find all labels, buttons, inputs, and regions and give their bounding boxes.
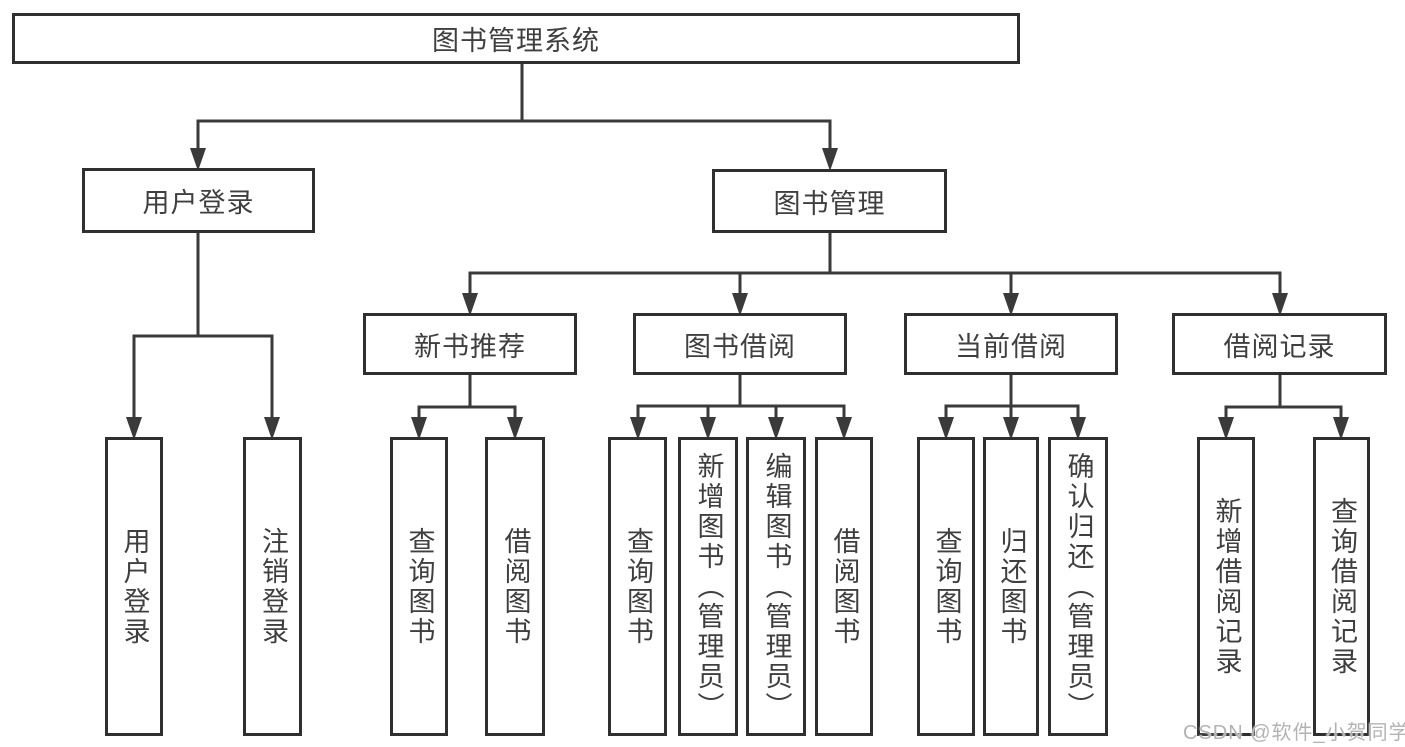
node-label: 新增借阅记录 bbox=[1211, 496, 1242, 677]
node-library-management-system: 图书管理系统 bbox=[12, 13, 1020, 64]
leaf-current-query-books: 查询图书 bbox=[917, 437, 975, 736]
node-label: 查询图书 bbox=[623, 526, 653, 647]
node-label: 查询借阅记录 bbox=[1327, 496, 1357, 677]
node-borrowing-records: 借阅记录 bbox=[1172, 313, 1387, 375]
leaf-recommend-query-books: 查询图书 bbox=[390, 437, 448, 736]
leaf-borrowing-edit-books-admin: 编辑图书（管理员） bbox=[746, 437, 806, 736]
leaf-recommend-borrow-books: 借阅图书 bbox=[485, 437, 545, 736]
leaf-borrowing-query-books: 查询图书 bbox=[608, 437, 667, 736]
node-current-borrowing: 当前借阅 bbox=[904, 313, 1118, 375]
node-label: 当前借阅 bbox=[955, 331, 1067, 362]
node-new-book-recommend: 新书推荐 bbox=[363, 313, 577, 375]
node-label: 图书管理 bbox=[773, 188, 886, 219]
node-label: 借阅图书 bbox=[500, 526, 531, 647]
csdn-watermark: CSDN @软件_小贺同学 bbox=[1183, 722, 1405, 744]
leaf-current-return-books: 归还图书 bbox=[983, 437, 1039, 736]
node-label: 图书借阅 bbox=[684, 331, 796, 362]
node-label: 注销登录 bbox=[258, 526, 288, 647]
node-label: 用户登录 bbox=[142, 188, 255, 218]
node-user-login: 用户登录 bbox=[82, 168, 315, 233]
node-label: 查询图书 bbox=[404, 526, 435, 647]
node-label: 借阅图书 bbox=[829, 526, 860, 647]
leaf-records-query-record: 查询借阅记录 bbox=[1313, 437, 1370, 736]
leaf-current-confirm-return-admin: 确认归还（管理员） bbox=[1048, 437, 1108, 736]
node-label: 用户登录 bbox=[119, 526, 150, 647]
leaf-logout: 注销登录 bbox=[243, 437, 302, 736]
node-label: 新增图书（管理员） bbox=[693, 451, 724, 722]
node-label: 归还图书 bbox=[996, 526, 1027, 647]
node-label: 图书管理系统 bbox=[432, 26, 600, 56]
node-book-management: 图书管理 bbox=[712, 169, 947, 233]
leaf-borrowing-add-books-admin: 新增图书（管理员） bbox=[678, 437, 738, 736]
node-label: 确认归还（管理员） bbox=[1063, 451, 1094, 722]
node-label: 编辑图书（管理员） bbox=[761, 451, 792, 722]
leaf-records-add-record: 新增借阅记录 bbox=[1197, 437, 1255, 736]
node-label: 新书推荐 bbox=[414, 331, 526, 362]
leaf-user-login: 用户登录 bbox=[105, 437, 163, 736]
leaf-borrowing-borrow-books: 借阅图书 bbox=[815, 437, 873, 736]
node-label: 借阅记录 bbox=[1223, 331, 1336, 362]
node-label: 查询图书 bbox=[931, 526, 962, 647]
node-book-borrowing: 图书借阅 bbox=[633, 313, 847, 375]
